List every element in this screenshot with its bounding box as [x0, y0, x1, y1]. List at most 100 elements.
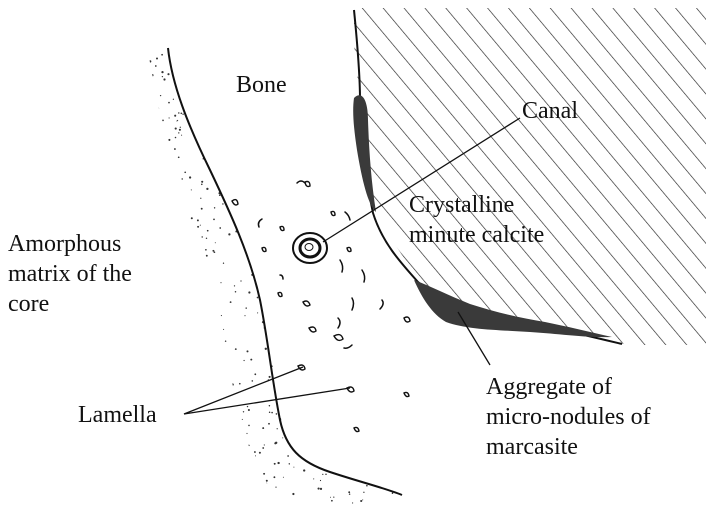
stipple-dot [157, 190, 159, 192]
stipple-dot [311, 347, 312, 348]
stipple-dot [202, 386, 203, 387]
stipple-dot [231, 383, 233, 385]
stipple-dot [210, 88, 212, 90]
stipple-dot [266, 291, 268, 293]
stipple-dot [401, 386, 402, 387]
stipple-dot [262, 447, 264, 449]
stipple-dot [184, 171, 186, 173]
stipple-dot [399, 282, 400, 283]
stipple-dot [328, 135, 330, 137]
stipple-dot [170, 196, 171, 197]
stipple-dot [279, 240, 280, 241]
stipple-dot [272, 150, 274, 152]
stipple-dot [172, 188, 174, 190]
stipple-dot [179, 465, 180, 466]
stipple-dot [188, 83, 189, 84]
stipple-dot [172, 459, 174, 461]
stipple-dot [165, 338, 167, 340]
stipple-dot [296, 113, 298, 115]
stipple-dot [359, 355, 361, 357]
stipple-dot [356, 207, 358, 209]
stipple-dot [291, 357, 293, 359]
stipple-dot [291, 269, 292, 270]
stipple-dot [207, 230, 209, 232]
stipple-dot [344, 75, 346, 77]
stipple-dot [233, 126, 235, 128]
stipple-dot [181, 178, 182, 179]
stipple-dot [160, 387, 162, 389]
stipple-dot [269, 376, 271, 378]
stipple-dot [322, 378, 324, 380]
stipple-dot [311, 137, 313, 139]
stipple-dot [174, 206, 176, 208]
stipple-dot [254, 373, 256, 375]
stipple-dot [304, 447, 306, 449]
stipple-dot [334, 316, 336, 318]
stipple-dot [262, 427, 264, 429]
stipple-dot [304, 330, 306, 332]
stipple-dot [200, 198, 201, 199]
lamella-leader-1 [184, 367, 303, 414]
stipple-dot [340, 288, 342, 290]
stipple-dot [245, 307, 246, 308]
stipple-dot [276, 112, 278, 114]
stipple-dot [401, 457, 402, 458]
stipple-dot [155, 363, 157, 365]
stipple-dot [341, 346, 343, 348]
central-canal [293, 233, 327, 263]
stipple-dot [152, 478, 154, 480]
stipple-dot [165, 317, 166, 318]
stipple-dot [278, 243, 280, 245]
stipple-dot [391, 352, 392, 353]
stipple-dot [209, 363, 210, 364]
stipple-dot [174, 148, 176, 150]
stipple-dot [327, 147, 329, 149]
stipple-dot [287, 365, 289, 367]
stipple-dot [275, 337, 276, 338]
stipple-dot [298, 319, 300, 321]
stipple-dot [336, 92, 338, 94]
stipple-dot [273, 476, 275, 478]
stipple-dot [362, 330, 364, 332]
stipple-dot [182, 487, 184, 489]
stipple-dot [382, 281, 384, 283]
stipple-dot [141, 237, 143, 239]
stipple-dot [375, 454, 377, 456]
stipple-dot [197, 219, 199, 221]
stipple-dot [181, 200, 183, 202]
stipple-dot [330, 497, 331, 498]
stipple-dot [160, 95, 161, 96]
stipple-dot [151, 194, 153, 196]
stipple-dot [167, 448, 168, 449]
stipple-dot [305, 294, 306, 295]
stipple-dot [358, 257, 359, 258]
stipple-dot [350, 73, 351, 74]
stipple-dot [225, 340, 226, 341]
stipple-dot [143, 452, 145, 454]
stipple-dot [224, 427, 226, 429]
stipple-dot [296, 201, 298, 203]
stipple-dot [149, 133, 151, 135]
stipple-dot [305, 84, 306, 85]
stipple-dot [316, 158, 318, 160]
stipple-dot [296, 341, 298, 343]
canal-hatched-region [354, 8, 706, 345]
stipple-dot [282, 437, 283, 438]
stipple-dot [353, 294, 354, 295]
stipple-dot [198, 298, 200, 300]
stipple-dot [193, 439, 195, 441]
stipple-dot [353, 335, 355, 337]
stipple-dot [213, 219, 215, 221]
stipple-dot [169, 265, 171, 267]
stipple-dot [213, 484, 215, 486]
stipple-dot [158, 108, 159, 109]
stipple-dot [281, 312, 282, 313]
stipple-dot [228, 233, 230, 235]
stipple-dot [285, 193, 287, 195]
stipple-dot [354, 401, 356, 403]
stipple-dot [277, 505, 278, 506]
stipple-dot [341, 364, 343, 366]
stipple-dot [340, 166, 341, 167]
stipple-dot [283, 175, 284, 176]
stipple-dot [289, 346, 291, 348]
